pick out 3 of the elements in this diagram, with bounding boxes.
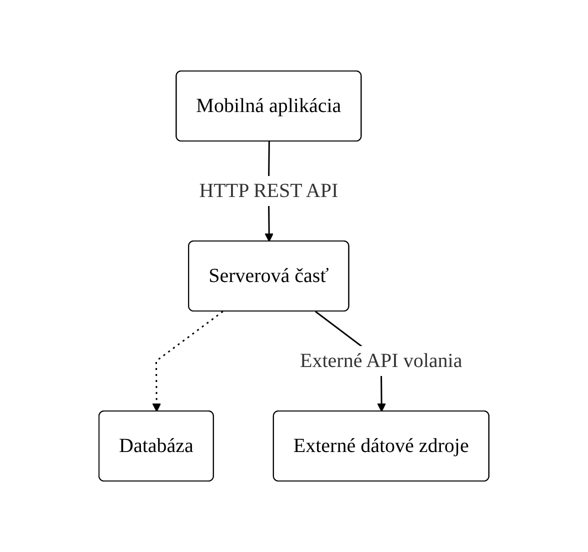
arrow [152,310,224,412]
edge-label: Externé API volania [300,350,462,372]
edge-label: HTTP REST API [199,180,338,202]
